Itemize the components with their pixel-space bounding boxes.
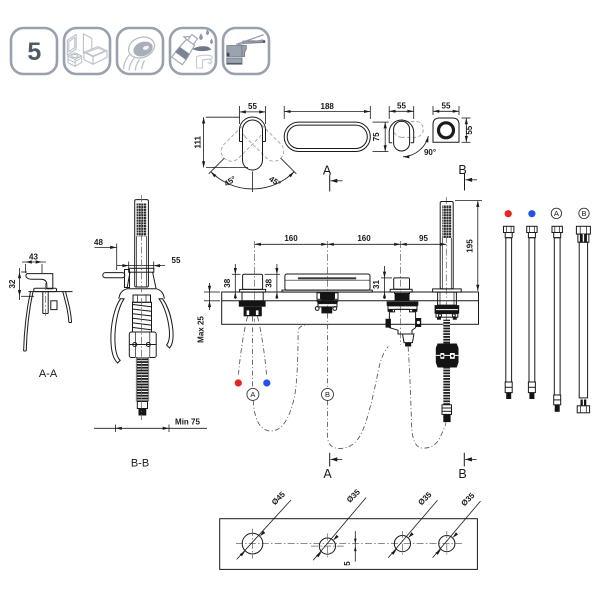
svg-text:195: 195 xyxy=(466,239,475,253)
svg-text:31: 31 xyxy=(372,280,381,289)
svg-text:Max 25: Max 25 xyxy=(197,316,206,343)
svg-text:90°: 90° xyxy=(424,148,436,157)
svg-text:43: 43 xyxy=(29,253,38,262)
svg-text:55: 55 xyxy=(442,102,451,111)
svg-text:160: 160 xyxy=(284,234,298,243)
svg-text:160: 160 xyxy=(357,234,371,243)
svg-text:Min 75: Min 75 xyxy=(175,418,200,427)
svg-text:5: 5 xyxy=(27,38,41,66)
svg-text:A: A xyxy=(323,164,332,178)
svg-text:188: 188 xyxy=(321,102,335,111)
svg-text:A: A xyxy=(323,467,332,481)
svg-text:32: 32 xyxy=(8,279,17,288)
svg-text:A: A xyxy=(554,209,559,218)
svg-text:5: 5 xyxy=(343,561,352,566)
svg-text:111: 111 xyxy=(194,136,203,149)
svg-text:95: 95 xyxy=(419,234,428,243)
svg-text:B: B xyxy=(458,163,466,177)
svg-text:B: B xyxy=(581,209,586,218)
svg-text:55: 55 xyxy=(465,125,474,134)
svg-text:55: 55 xyxy=(397,102,406,111)
svg-text:B-B: B-B xyxy=(131,458,149,470)
svg-text:48: 48 xyxy=(94,238,103,247)
svg-text:55: 55 xyxy=(248,102,257,111)
svg-text:B: B xyxy=(458,467,466,481)
svg-text:A-A: A-A xyxy=(39,368,58,380)
svg-text:A: A xyxy=(250,390,255,399)
svg-text:75: 75 xyxy=(372,132,381,141)
svg-text:55: 55 xyxy=(172,256,181,265)
svg-text:38: 38 xyxy=(223,278,232,287)
svg-text:38: 38 xyxy=(264,278,273,287)
svg-text:B: B xyxy=(325,390,330,399)
